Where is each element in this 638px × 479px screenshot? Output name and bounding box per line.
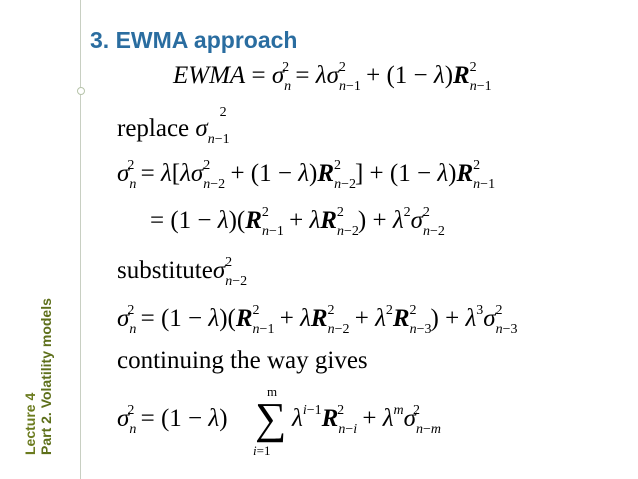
sum-lower-limit: i=1: [253, 443, 271, 458]
text-continuing: continuing the way gives: [117, 347, 368, 374]
sidebar: Lecture 4 Part 2. Volatility models: [0, 0, 80, 479]
equation-general-terms: λi−1Rn−i2 + λmσn−m2: [292, 403, 442, 437]
lecture-label: Lecture 4: [22, 392, 38, 455]
text-substitute: substituteσn−22: [117, 255, 248, 289]
equation-recursion: σn2 = λ[λσn−22 + (1 − λ)Rn−22] + (1 − λ)…: [117, 158, 496, 192]
equation-expanded: = (1 − λ)(Rn−12 + λRn−22) + λ2σn−22: [150, 205, 445, 239]
sum-upper-limit: m: [266, 384, 278, 399]
equation-second-substitution: σn2 = (1 − λ)(Rn−12 + λRn−22 + λ2Rn−32) …: [117, 303, 518, 337]
slide-title: 3. EWMA approach: [90, 27, 298, 53]
equation-ewma: EWMA = σn2 = λσn−12 + (1 − λ)Rn−12: [173, 60, 492, 94]
equation-general: σn2 = (1 − λ): [117, 403, 228, 437]
part-label: Part 2. Volatility models: [38, 298, 54, 455]
text-replace: replace σn−12: [117, 105, 230, 147]
sidebar-divider: [80, 0, 81, 479]
summation-icon: ∑: [255, 394, 287, 443]
divider-ring-icon: [77, 87, 85, 95]
